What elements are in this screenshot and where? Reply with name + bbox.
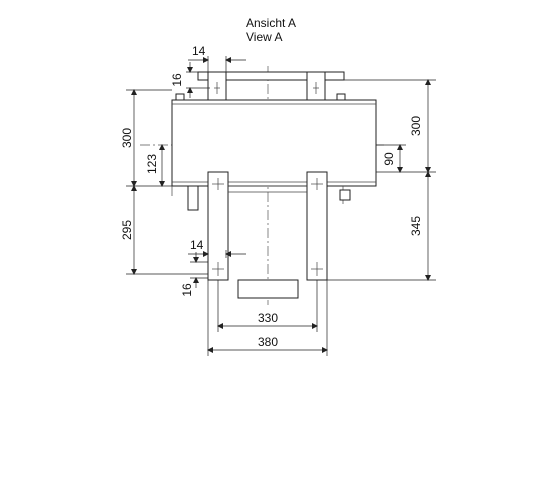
dim-bottom-hole-spacing: 14 — [190, 238, 204, 252]
top-mounting-plate — [197, 71, 345, 81]
top-left-bolt — [175, 93, 185, 101]
left-clamp — [187, 185, 199, 211]
dim-lower-left-height: 295 — [120, 220, 134, 240]
dim-right-height: 300 — [409, 116, 423, 136]
view-title-german: Ansicht A — [246, 16, 297, 30]
dim-lower-right-height: 345 — [409, 216, 423, 236]
dim-top-hole-offset: 16 — [170, 73, 184, 87]
top-right-bolt — [336, 93, 346, 101]
dim-left-height: 300 — [120, 128, 134, 148]
dim-outer-width: 380 — [258, 335, 278, 349]
view-title-english: View A — [246, 30, 283, 44]
main-duct-body — [171, 99, 377, 187]
dim-inner-width: 330 — [258, 311, 278, 325]
dim-bottom-hole-offset: 16 — [180, 283, 194, 297]
dim-right-center: 90 — [382, 152, 396, 166]
dim-top-hole-spacing: 14 — [192, 44, 206, 58]
bottom-outlet — [237, 279, 299, 299]
right-clamp — [339, 189, 351, 201]
dim-left-center: 123 — [145, 154, 159, 174]
